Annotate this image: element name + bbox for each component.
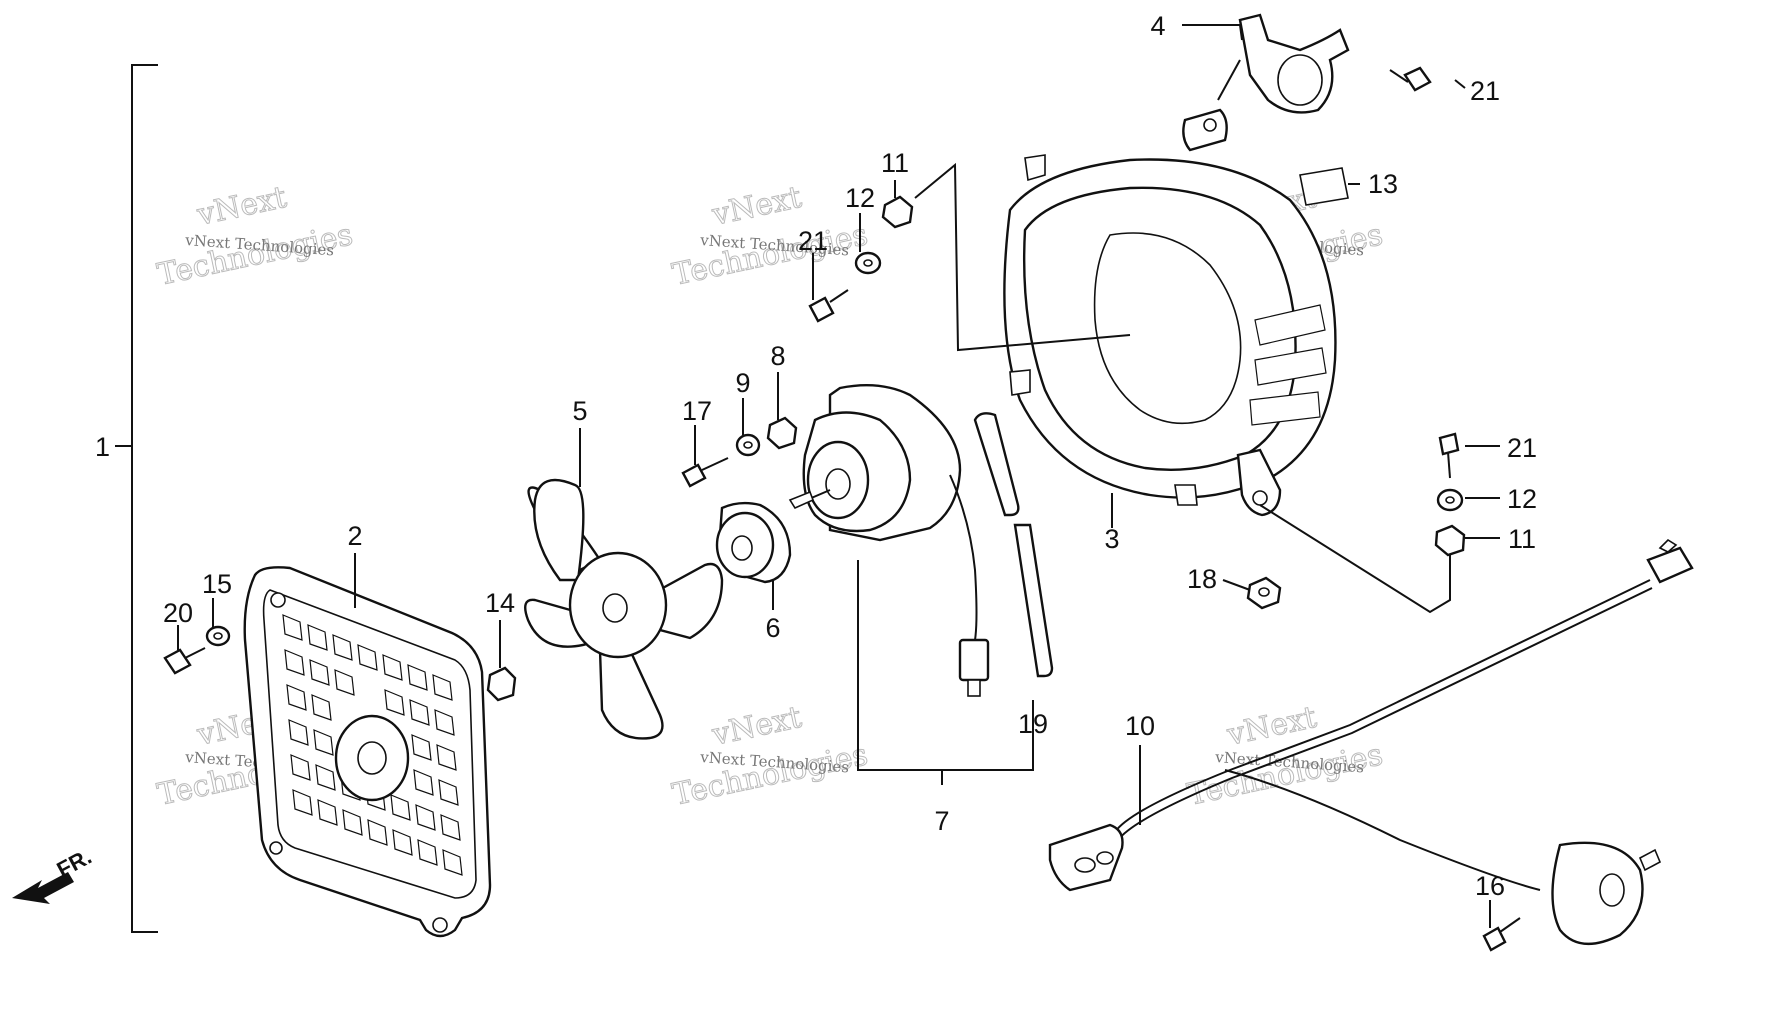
front-direction-indicator: FR. <box>12 844 96 904</box>
callout-9: 9 <box>735 368 750 398</box>
callout-19: 19 <box>1018 709 1048 739</box>
callout-12-upper: 12 <box>845 183 875 213</box>
callout-21-top-right: 21 <box>1470 76 1500 106</box>
watermark-bottom-center: vNext Technologies vNext Technologies <box>669 699 871 813</box>
callout-14: 14 <box>485 588 515 618</box>
callout-12-right: 12 <box>1507 484 1537 514</box>
part-2-grille <box>243 566 492 938</box>
part-10-thermo-switch-harness <box>1048 538 1694 946</box>
part-20-bolt <box>163 647 206 675</box>
part-21-bolt-right <box>1438 432 1460 479</box>
part-7-fan-motor <box>788 384 990 697</box>
callout-20: 20 <box>163 598 193 628</box>
part-12-washer-upper <box>854 251 882 275</box>
assembly-bracket <box>115 64 158 933</box>
callout-1: 1 <box>95 432 110 462</box>
part-6-collar <box>715 501 792 584</box>
part-12-washer-right <box>1436 488 1464 512</box>
watermark-top-center: vNext Technologies vNext Technologies <box>669 179 871 293</box>
callout-18: 18 <box>1187 564 1217 594</box>
part-5-fan-blade <box>524 478 724 740</box>
watermark-top-left: vNext Technologies vNext Technologies <box>154 179 356 293</box>
part-21-bolt-upper <box>808 289 849 323</box>
part-15-collar <box>205 625 231 647</box>
callout-11-right: 11 <box>1508 524 1536 554</box>
callout-13: 13 <box>1368 169 1398 199</box>
callout-10: 10 <box>1125 711 1155 741</box>
callout-2: 2 <box>347 521 362 551</box>
callout-8: 8 <box>770 341 785 371</box>
svg-text:vNext: vNext <box>708 700 804 753</box>
part-9-collar <box>735 433 761 457</box>
svg-text:vNext: vNext <box>193 180 289 233</box>
front-label: FR. <box>53 844 96 883</box>
callout-16: 16 <box>1475 871 1505 901</box>
part-13-label <box>1299 167 1349 206</box>
part-16-bolt <box>1482 917 1521 952</box>
callout-17: 17 <box>682 396 712 426</box>
part-4-clamp <box>1217 13 1350 114</box>
part-18-flange-nut <box>1246 576 1282 610</box>
callout-7: 7 <box>934 806 949 836</box>
callout-11-upper: 11 <box>881 148 909 178</box>
part-17-bolt <box>681 457 729 488</box>
part-8-nut <box>766 416 798 450</box>
part-3-fan-shroud <box>1003 108 1337 517</box>
callout-4: 4 <box>1150 11 1165 41</box>
callout-15: 15 <box>202 569 232 599</box>
part-11-nut-right <box>1434 524 1466 557</box>
part-14-nut <box>486 666 517 702</box>
watermark-bottom-right: vNext Technologies vNext Technologies <box>1184 699 1386 813</box>
svg-text:vNext: vNext <box>708 180 804 233</box>
callout-3: 3 <box>1104 524 1119 554</box>
callout-numbers: 1 2 3 4 5 6 7 8 9 10 11 11 12 12 13 14 1… <box>95 11 1537 901</box>
leader-lines <box>177 24 1500 928</box>
callout-21-upper: 21 <box>798 226 828 256</box>
front-arrow-icon <box>12 872 74 904</box>
grille-slats <box>282 614 463 876</box>
svg-text:vNext: vNext <box>1223 700 1319 753</box>
part-19-drain-tube <box>973 412 1054 678</box>
callout-6: 6 <box>765 613 780 643</box>
callout-21-right: 21 <box>1507 433 1537 463</box>
part-21-bolt-top-right <box>1389 66 1432 92</box>
callout-5: 5 <box>572 396 587 426</box>
part-11-nut-upper <box>881 195 914 229</box>
